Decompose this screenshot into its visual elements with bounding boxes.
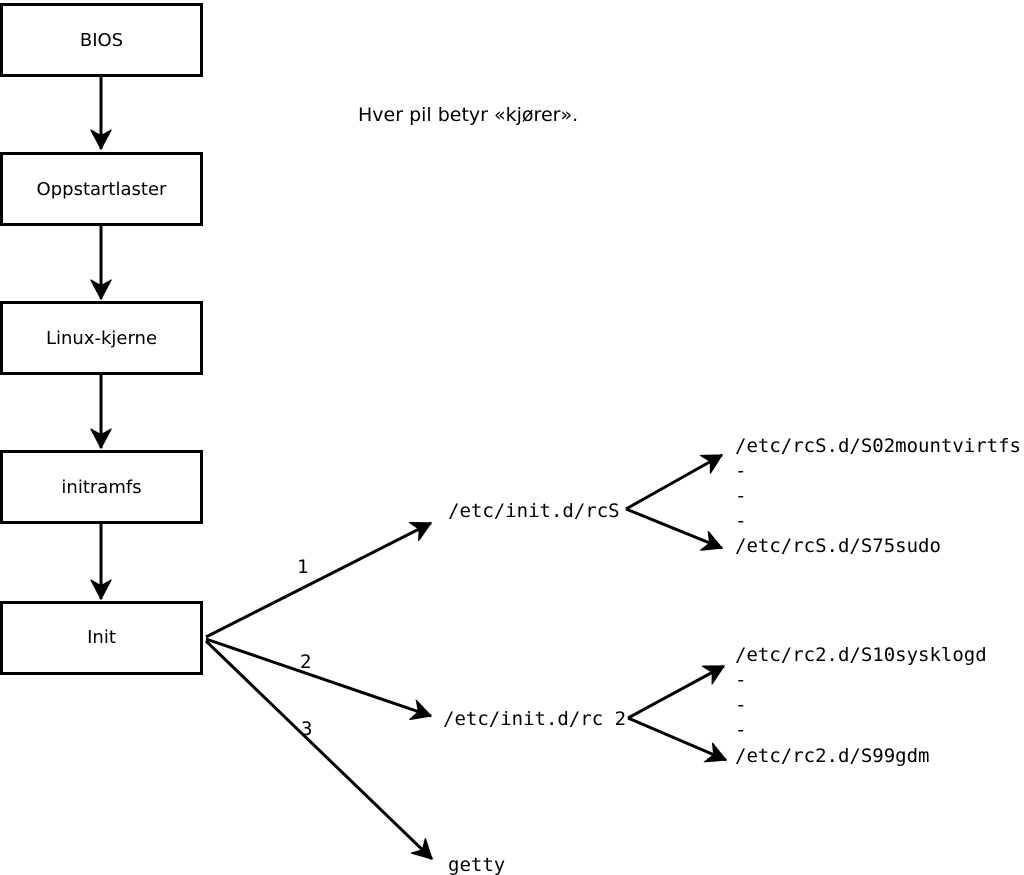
arrow-init-to-rcs xyxy=(205,521,431,639)
rc2-script-ellipsis: - xyxy=(735,719,746,741)
rcs-script-ellipsis: - xyxy=(735,485,746,507)
box-initramfs-label: initramfs xyxy=(61,477,141,498)
box-init-label: Init xyxy=(87,627,116,648)
arrow-rcs-to-last-script xyxy=(625,507,722,548)
rc2-script-ellipsis: - xyxy=(735,694,746,716)
rc2-script-last: /etc/rc2.d/S99gdm xyxy=(735,745,929,767)
arrow-rc2-to-first-script xyxy=(627,664,724,720)
box-bootloader xyxy=(0,152,203,226)
box-init xyxy=(0,601,203,675)
arrow-rc2-to-last-script xyxy=(627,716,726,760)
rcs-script-last: /etc/rcS.d/S75sudo xyxy=(735,535,941,557)
arrow-order-label-3: 3 xyxy=(301,718,312,740)
rc2-script-ellipsis: - xyxy=(735,669,746,691)
box-initramfs xyxy=(0,450,203,524)
rcs-script-first: /etc/rcS.d/S02mountvirtfs xyxy=(735,435,1021,457)
arrow-init-to-getty xyxy=(204,639,434,861)
node-rcs: /etc/init.d/rcS xyxy=(448,500,620,522)
rcs-script-ellipsis: - xyxy=(735,460,746,482)
arrow-init-to-rc2 xyxy=(205,637,431,716)
rcs-script-ellipsis: - xyxy=(735,510,746,532)
arrow-order-label-1: 1 xyxy=(297,556,308,578)
box-linux-kernel xyxy=(0,301,203,375)
node-getty: getty xyxy=(448,854,505,875)
rc2-script-first: /etc/rc2.d/S10sysklogd xyxy=(735,644,987,666)
box-linux-kernel-label: Linux-kjerne xyxy=(46,328,157,349)
node-rc2: /etc/init.d/rc 2 xyxy=(443,708,626,730)
box-bios xyxy=(0,3,203,77)
arrow-order-label-2: 2 xyxy=(300,651,311,673)
box-bios-label: BIOS xyxy=(80,30,123,51)
arrow-rcs-to-first-script xyxy=(625,453,722,511)
box-bootloader-label: Oppstartlaster xyxy=(37,179,167,200)
caption-arrow-meaning: Hver pil betyr «kjører». xyxy=(358,104,578,126)
